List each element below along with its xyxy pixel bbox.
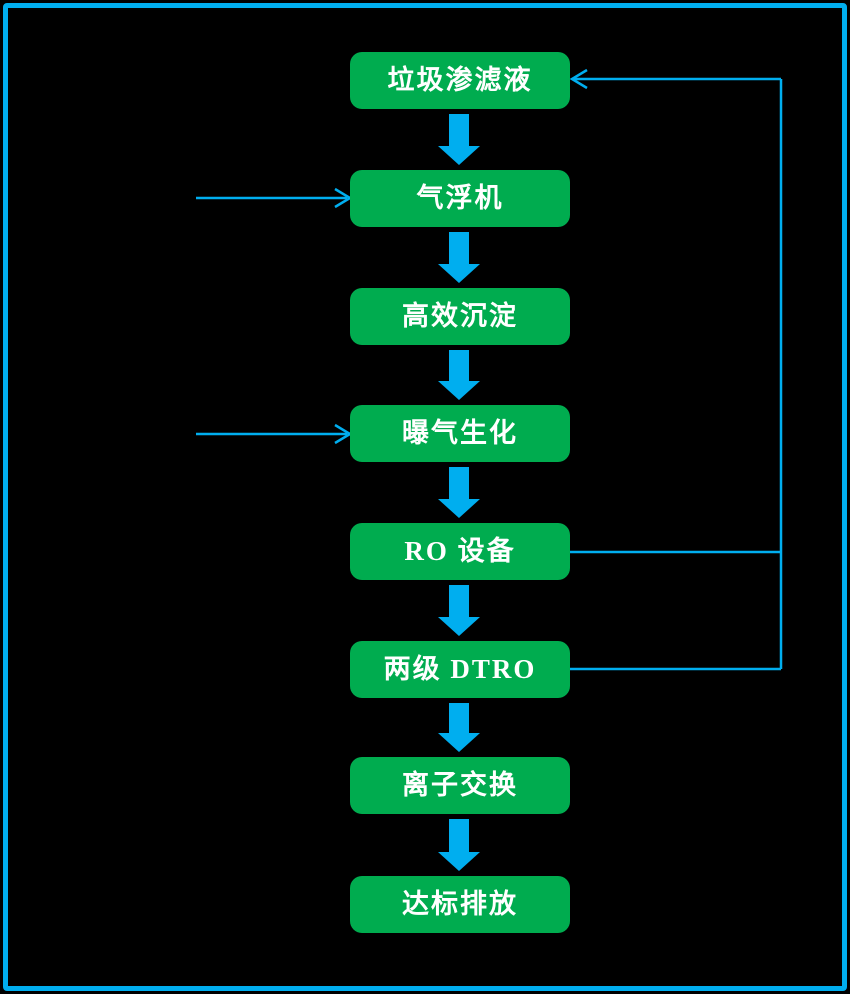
block-down-arrow (438, 232, 480, 283)
block-down-arrow (438, 819, 480, 871)
node-label: 曝气生化 (402, 418, 518, 448)
block-down-arrow (438, 114, 480, 165)
node-label: 离子交换 (402, 770, 518, 800)
node-label: 高效沉淀 (402, 301, 518, 331)
node-label: 气浮机 (416, 183, 504, 213)
node-label: 垃圾渗滤液 (387, 65, 533, 95)
node-air-flotation: 气浮机 (350, 170, 570, 227)
node-standard-discharge: 达标排放 (350, 876, 570, 933)
node-label: RO 设备 (404, 536, 516, 566)
node-label: 两级 DTRO (383, 654, 537, 684)
node-ion-exchange: 离子交换 (350, 757, 570, 814)
block-down-arrow (438, 467, 480, 518)
node-aeration-biochemical: 曝气生化 (350, 405, 570, 462)
node-ro-equipment: RO 设备 (350, 523, 570, 580)
node-high-efficiency-sedimentation: 高效沉淀 (350, 288, 570, 345)
node-leachate: 垃圾渗滤液 (350, 52, 570, 109)
node-two-stage-dtro: 两级 DTRO (350, 641, 570, 698)
node-label: 达标排放 (402, 889, 518, 919)
block-down-arrow (438, 585, 480, 636)
block-down-arrow (438, 703, 480, 752)
arrowhead-left-icon (569, 68, 588, 90)
block-down-arrow (438, 350, 480, 400)
